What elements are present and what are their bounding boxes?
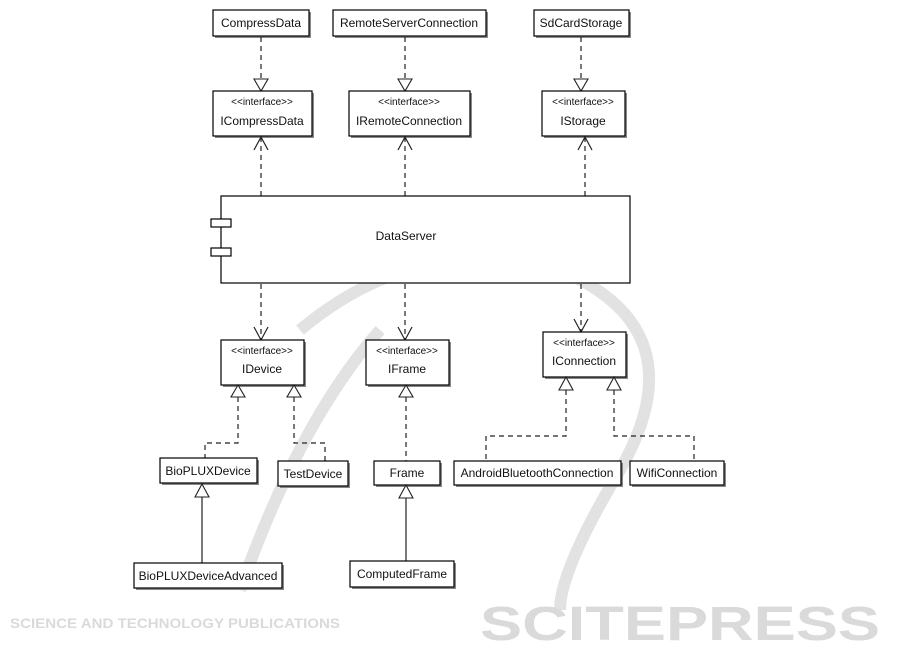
svg-text:SdCardStorage: SdCardStorage (540, 16, 623, 30)
svg-text:IDevice: IDevice (242, 362, 282, 376)
svg-text:<<interface>>: <<interface>> (231, 346, 293, 357)
svg-text:Frame: Frame (390, 466, 425, 480)
class-frame[interactable]: Frame (373, 460, 442, 487)
svg-text:BioPLUXDeviceAdvanced: BioPLUXDeviceAdvanced (139, 569, 278, 583)
class-bioplux-device[interactable]: BioPLUXDevice (159, 457, 259, 485)
svg-text:IConnection: IConnection (552, 354, 616, 368)
svg-text:IStorage: IStorage (560, 114, 606, 128)
svg-text:IFrame: IFrame (388, 362, 426, 376)
watermark: SCITEPRESS SCIENCE AND TECHNOLOGY PUBLIC… (10, 252, 880, 651)
svg-text:<<interface>>: <<interface>> (552, 97, 614, 108)
watermark-sub: SCIENCE AND TECHNOLOGY PUBLICATIONS (10, 615, 340, 631)
interface-istorage[interactable]: <<interface>> IStorage (541, 90, 627, 138)
dependency-arrows-up (253, 135, 593, 196)
class-sdcard-storage[interactable]: SdCardStorage (533, 9, 631, 38)
svg-text:CompressData: CompressData (221, 16, 301, 30)
svg-text:BioPLUXDevice: BioPLUXDevice (165, 464, 251, 478)
generalization-arrows (194, 482, 414, 563)
interface-iframe[interactable]: <<interface>> IFrame (365, 339, 451, 387)
svg-text:TestDevice: TestDevice (284, 467, 343, 481)
svg-text:ComputedFrame: ComputedFrame (357, 567, 447, 581)
class-remote-server-connection[interactable]: RemoteServerConnection (332, 9, 488, 38)
watermark-main: SCITEPRESS (480, 598, 880, 651)
svg-text:DataServer: DataServer (376, 229, 437, 243)
svg-text:RemoteServerConnection: RemoteServerConnection (340, 16, 478, 30)
interface-icompressdata[interactable]: <<interface>> ICompressData (212, 90, 314, 138)
realization-arrows-top (253, 37, 589, 93)
watermark-arc (296, 252, 656, 611)
class-computed-frame[interactable]: ComputedFrame (349, 560, 456, 589)
svg-text:AndroidBluetoothConnection: AndroidBluetoothConnection (461, 466, 614, 480)
interface-iremoteconnection[interactable]: <<interface>> IRemoteConnection (348, 90, 472, 138)
interface-idevice[interactable]: <<interface>> IDevice (220, 339, 306, 387)
component-port-icon (210, 218, 232, 228)
svg-text:IRemoteConnection: IRemoteConnection (356, 114, 462, 128)
class-bioplux-device-advanced[interactable]: BioPLUXDeviceAdvanced (133, 562, 284, 590)
component-dataserver[interactable]: DataServer (210, 195, 631, 284)
class-compress-data[interactable]: CompressData (212, 9, 311, 38)
component-port-icon (210, 247, 232, 257)
svg-text:ICompressData: ICompressData (220, 114, 304, 128)
interface-iconnection[interactable]: <<interface>> IConnection (542, 331, 628, 379)
class-wifi-connection[interactable]: WifiConnection (629, 460, 726, 487)
svg-text:WifiConnection: WifiConnection (637, 466, 718, 480)
watermark-arc (234, 326, 385, 592)
svg-text:<<interface>>: <<interface>> (378, 97, 440, 108)
realization-arrows-bottom (204, 375, 695, 461)
svg-text:<<interface>>: <<interface>> (553, 338, 615, 349)
svg-text:<<interface>>: <<interface>> (231, 97, 293, 108)
svg-text:<<interface>>: <<interface>> (376, 346, 438, 357)
class-test-device[interactable]: TestDevice (277, 460, 350, 488)
class-android-bluetooth-connection[interactable]: AndroidBluetoothConnection (453, 460, 623, 487)
